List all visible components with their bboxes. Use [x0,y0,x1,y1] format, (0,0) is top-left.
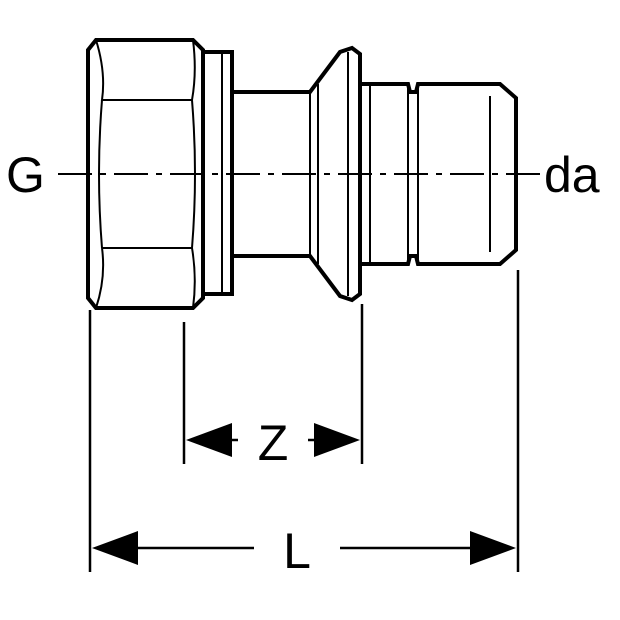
thread-label: G [6,147,45,203]
l-dimension [92,531,516,565]
outer-diameter-label: da [544,147,600,203]
length-label: L [283,523,311,579]
extension-lines [88,270,520,572]
l-arrow-left [92,531,138,565]
z-dimension [186,423,360,457]
z-arrow-left [186,423,232,457]
z-arrow-right [314,423,360,457]
l-arrow-right [470,531,516,565]
z-dimension-label: Z [258,415,289,471]
